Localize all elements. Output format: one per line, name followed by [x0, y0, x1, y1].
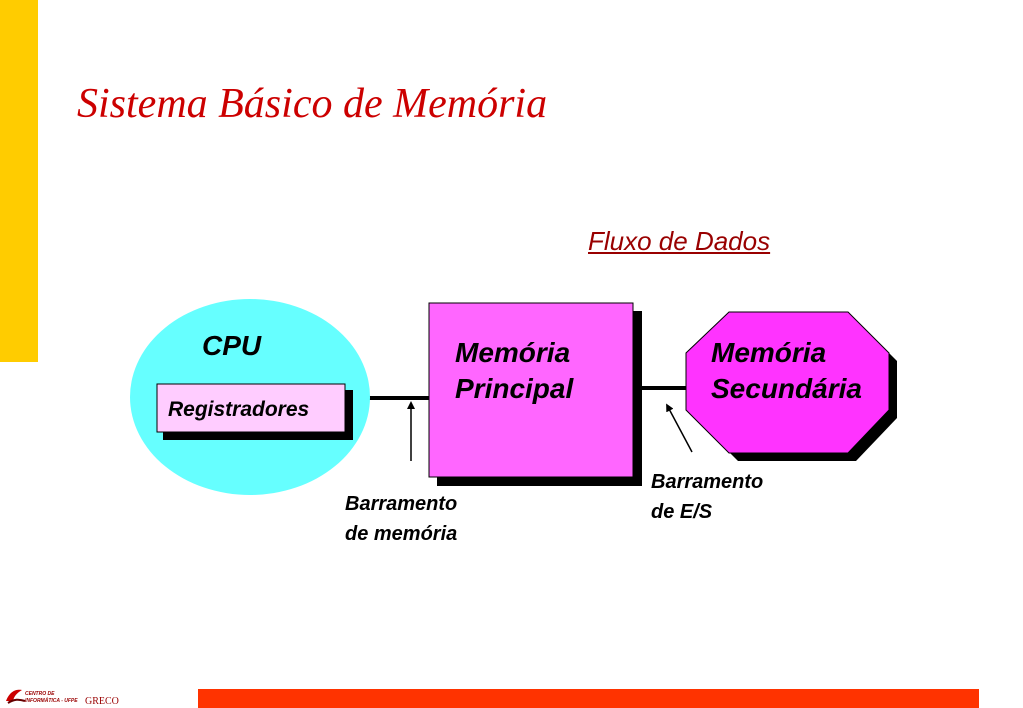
io-bus-arrow [666, 403, 693, 453]
main-memory-label-line2: Principal [455, 373, 574, 404]
flow-label: Fluxo de Dados [588, 226, 771, 256]
cpu-label: CPU [202, 330, 262, 361]
footer-group: GRECO [85, 696, 119, 707]
footer-org-line2: INFORMÁTICA - UFPE [25, 698, 78, 704]
register-label: Registradores [168, 398, 310, 421]
secondary-memory-label-line1: Memória [711, 337, 827, 368]
main-memory-label-line1: Memória [455, 337, 571, 368]
secondary-memory-octagon [685, 311, 890, 454]
secondary-memory-label-line2: Secundária [711, 373, 862, 404]
slide-title: Sistema Básico de Memória [77, 81, 548, 127]
footer-org: CENTRO DE INFORMÁTICA - UFPE [25, 691, 78, 705]
memory-bus-label-line1: Barramento [345, 493, 458, 515]
footer-bar [198, 689, 979, 708]
footer-org-line1: CENTRO DE [25, 691, 55, 697]
accent-bar [0, 0, 38, 362]
main-memory-box [428, 302, 634, 478]
io-bus-label-line2: de E/S [651, 501, 713, 523]
cin-logo-icon [6, 689, 26, 704]
register-box [156, 383, 346, 433]
memory-bus-label-line2: de memória [345, 523, 458, 545]
io-bus-label-line1: Barramento [651, 471, 764, 493]
